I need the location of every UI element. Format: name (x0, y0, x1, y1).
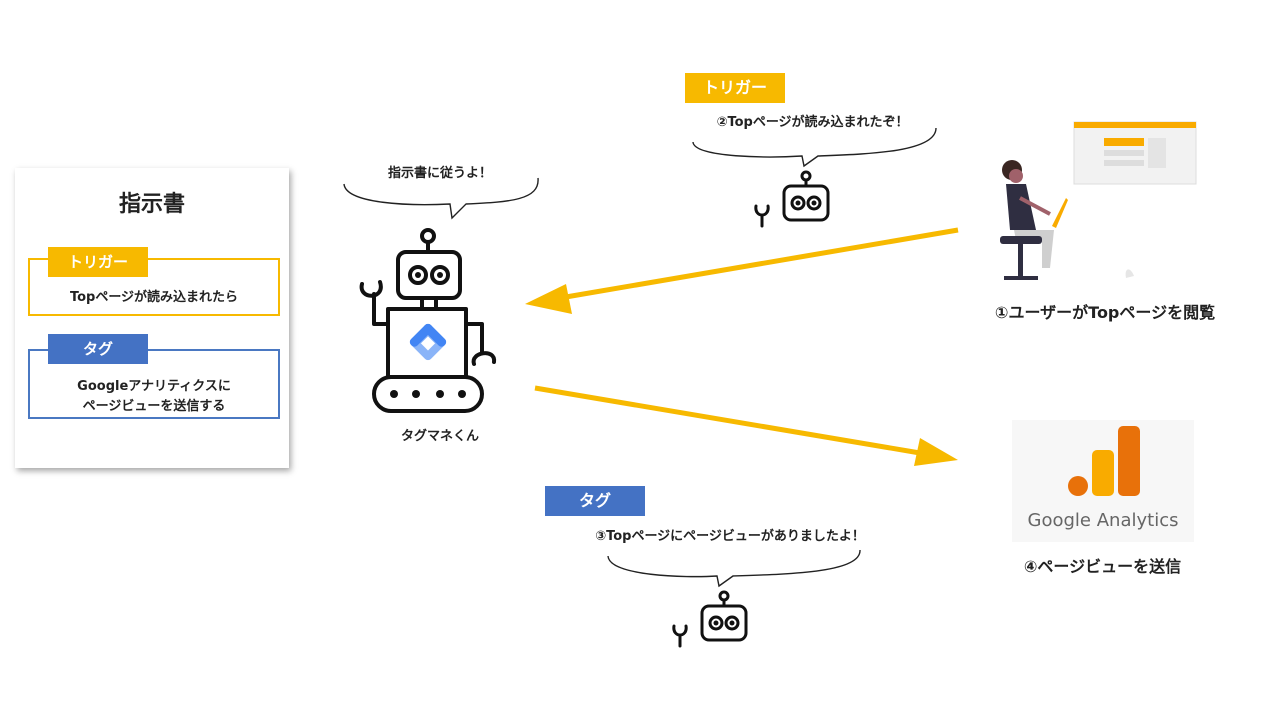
google-analytics-icon (1068, 426, 1140, 496)
card-title: 指示書 (118, 192, 185, 217)
trigger-chip: トリガー (48, 247, 148, 277)
trigger-box: トリガー Topページが読み込まれたら (28, 247, 280, 316)
instruction-card: 指示書 トリガー Topページが読み込まれたら タグ Googleアナリティクス… (15, 168, 289, 468)
user-at-laptop-illustration (1000, 121, 1197, 280)
tag-manager-robot-icon (359, 228, 496, 413)
arrow-user-to-robot (559, 227, 959, 301)
step2-speech-bubble (692, 127, 937, 168)
google-analytics-logo: Google Analytics (1012, 420, 1194, 542)
tag-text-line1: Googleアナリティクスに (77, 379, 231, 394)
trigger-text: Topページが読み込まれたら (69, 290, 239, 305)
robot-speech-text: 指示書に従うよ！ (387, 166, 492, 181)
step4-caption: ④ページビューを送信 (1023, 557, 1182, 576)
step3-speech-text: ③Topページにページビューがありましたよ！ (595, 529, 865, 544)
tag-text-line2: ページビューを送信する (82, 399, 226, 414)
small-robot-icon-step2 (754, 170, 830, 228)
arrow-head-left-icon (525, 284, 572, 314)
step1-caption: ①ユーザーがTopページを閲覧 (994, 303, 1216, 322)
arrow-head-right-icon (914, 438, 958, 466)
google-analytics-text: Google Analytics (1027, 510, 1179, 531)
tag-chip: タグ (48, 334, 148, 364)
step2-trigger-chip: トリガー (685, 73, 785, 103)
robot-speech-bubble (343, 177, 539, 220)
robot-name: タグマネくん (400, 429, 479, 444)
tag-box: タグ Googleアナリティクスに ページビューを送信する (28, 334, 280, 419)
step2-speech-text: ②Topページが読み込まれたぞ！ (716, 115, 909, 130)
step3-speech-bubble (607, 549, 861, 588)
arrow-robot-to-analytics (534, 385, 921, 456)
step3-tag-chip: タグ (545, 486, 645, 516)
small-robot-icon-step3 (672, 590, 748, 648)
